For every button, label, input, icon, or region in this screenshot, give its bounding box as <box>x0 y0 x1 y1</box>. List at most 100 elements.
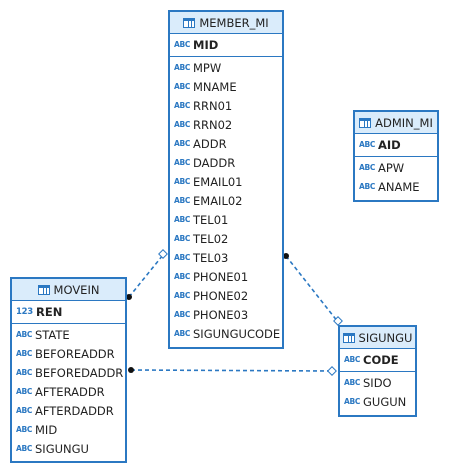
attribute-name: AID <box>378 137 401 152</box>
relationship-endpoint-many <box>283 253 289 259</box>
text-type-icon: ABC <box>16 425 33 434</box>
entity-header[interactable]: MOVEIN <box>12 279 125 301</box>
table-icon <box>183 17 196 28</box>
entity-title: MEMBER_MI <box>199 15 269 30</box>
relationship-movein-member <box>128 254 164 298</box>
attribute-name: RRN01 <box>193 98 233 113</box>
attribute-name: EMAIL02 <box>193 193 243 208</box>
relationship-endpoint-one <box>158 249 168 259</box>
entity-header[interactable]: ADMIN_MI <box>355 112 437 134</box>
attribute-name: SIDO <box>363 375 392 390</box>
text-type-icon: ABC <box>174 120 191 129</box>
attribute-name: PHONE01 <box>193 269 249 284</box>
relationship-endpoint-many <box>128 367 134 373</box>
table-icon <box>342 332 355 343</box>
attribute-name: RRN02 <box>193 117 233 132</box>
entity-title: MOVEIN <box>53 282 100 297</box>
attribute-name: BEFOREADDR <box>35 346 115 361</box>
attribute-row[interactable]: ABC AID <box>355 135 437 154</box>
attribute-name: AFTERADDR <box>35 384 105 399</box>
attribute-name: EMAIL01 <box>193 174 243 189</box>
entity-header[interactable]: SIGUNGU <box>340 327 415 349</box>
text-type-icon: ABC <box>174 101 191 110</box>
relationship-endpoint-one <box>327 366 337 376</box>
attribute-name: ANAME <box>378 179 420 194</box>
text-type-icon: ABC <box>16 387 33 396</box>
primary-key-section: ABC AID <box>355 134 437 157</box>
attribute-row[interactable]: ABC MID <box>170 35 282 54</box>
attribute-name: GUGUN <box>363 394 407 409</box>
attribute-name: MNAME <box>193 79 237 94</box>
text-type-icon: ABC <box>174 139 191 148</box>
attribute-row[interactable]: ABC CODE <box>340 350 415 369</box>
text-type-icon: ABC <box>16 349 33 358</box>
entity-header[interactable]: MEMBER_MI <box>170 12 282 34</box>
attribute-name: PHONE02 <box>193 288 249 303</box>
attribute-name: TEL03 <box>193 250 229 265</box>
text-type-icon: ABC <box>174 272 191 281</box>
relationship-endpoint-many <box>126 294 132 300</box>
text-type-icon: ABC <box>344 397 361 406</box>
text-type-icon: ABC <box>16 330 33 339</box>
attribute-name: TEL01 <box>193 212 229 227</box>
primary-key-section: ABC CODE <box>340 349 415 372</box>
text-type-icon: ABC <box>174 40 191 49</box>
text-type-icon: ABC <box>174 234 191 243</box>
attribute-name: SIGUNGU <box>35 441 89 456</box>
attribute-name: MID <box>35 422 58 437</box>
attribute-row[interactable]: 123 REN <box>12 302 125 321</box>
attribute-name: CODE <box>363 352 399 367</box>
text-type-icon: ABC <box>174 291 191 300</box>
text-type-icon: ABC <box>359 182 376 191</box>
relationship-endpoint-one <box>333 316 343 326</box>
text-type-icon: ABC <box>359 140 376 149</box>
entity-title: SIGUNGU <box>358 330 413 345</box>
attribute-name: STATE <box>35 327 70 342</box>
attribute-name: APW <box>378 160 405 175</box>
text-type-icon: ABC <box>174 177 191 186</box>
text-type-icon: ABC <box>174 196 191 205</box>
text-type-icon: ABC <box>16 406 33 415</box>
text-type-icon: ABC <box>359 163 376 172</box>
attribute-name: SIGUNGUCODE <box>193 326 281 341</box>
relationship-member-sigungu <box>285 255 339 323</box>
attribute-name: MID <box>193 37 219 52</box>
text-type-icon: ABC <box>174 310 191 319</box>
entity-title: ADMIN_MI <box>375 115 433 130</box>
attribute-name: DADDR <box>193 155 236 170</box>
primary-key-section: ABC MID <box>170 34 282 57</box>
